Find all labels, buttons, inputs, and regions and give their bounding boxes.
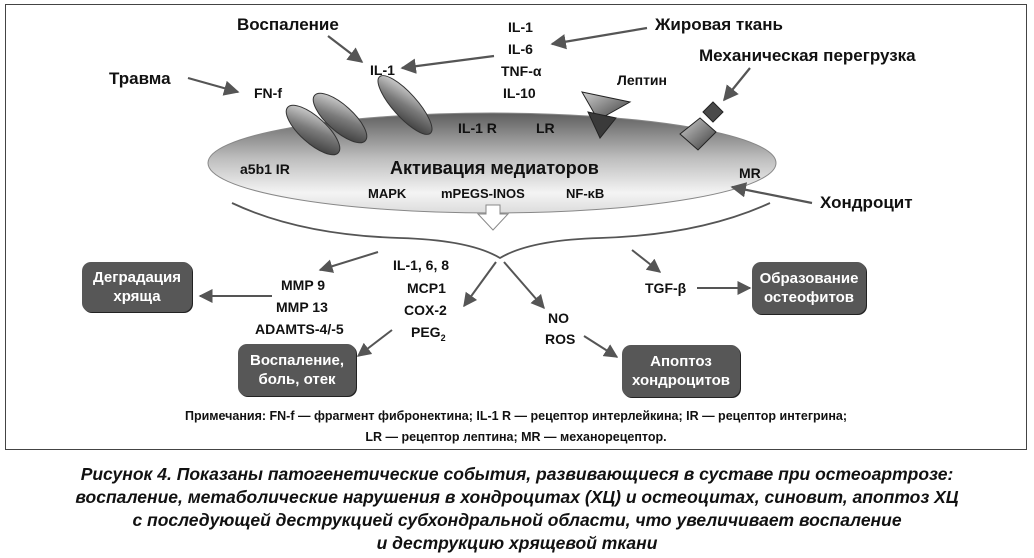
arrow-trauma [187,76,240,96]
arrow-adipose [550,26,648,50]
label-fnf: FN-f [254,85,282,101]
arrow-to-pain [356,329,393,357]
mechano-square [702,101,724,123]
outcome-degradation: Деградация хряща [82,262,192,312]
label-overload: Механическая перегрузка [699,46,916,65]
mediator-no: NO [548,310,569,326]
label-activation: Активация медиаторов [390,158,599,178]
fnf-receptor-1 [285,104,341,156]
cytokine-tnfa: TNF-α [501,63,542,79]
label-mr: MR [739,165,761,181]
label-inflammation: Воспаление [237,15,339,34]
mediator-adamts: ADAMTS-4/-5 [255,321,344,337]
mechanoreceptor [679,117,717,151]
label-a5b1ir: a5b1 IR [240,161,290,177]
outcome-inflammation: Воспаление, боль, отек [238,344,356,396]
label-lr: LR [536,120,555,136]
pathway-mpegs: mPEGS-INOS [441,186,525,201]
mediator-cox2: COX-2 [404,302,447,318]
arrow-to-cox [463,261,497,308]
arrow-to-mmp [318,251,379,273]
label-trauma: Травма [109,69,171,88]
leptin-receptor-base [587,111,617,139]
down-arrow [476,204,510,231]
label-il1r: IL-1 R [458,120,497,136]
arrow-inflammation [327,35,364,63]
arrow-cytokines [400,54,495,74]
arrow-to-tgf [631,249,662,273]
mediator-mcp1: MCP1 [407,280,446,296]
arrow-chondrocyte [730,182,813,205]
diagram-frame [5,4,1027,450]
label-chondrocyte: Хондроцит [820,193,913,212]
label-il1: IL-1 [370,62,395,78]
note-line-2: LR — рецептор лептина; MR — механорецепт… [365,430,667,444]
outcome-apoptosis: Апоптоз хондроцитов [622,345,740,397]
mediator-il: IL-1, 6, 8 [393,257,450,273]
mediator-mmp13: MMP 13 [276,299,328,315]
mediator-ros: ROS [545,331,576,347]
brace [231,202,771,260]
arrow-to-no [503,261,545,310]
cytokine-il6: IL-6 [508,41,533,57]
label-adipose: Жировая ткань [655,15,783,34]
il1-receptor [377,75,433,135]
mediator-tgfb: TGF-β [645,280,687,296]
cytokine-il10: IL-10 [503,85,536,101]
pathway-nfkb: NF-κB [566,186,605,201]
figure-caption: Рисунок 4. Показаны патогенетические соб… [75,464,959,553]
cytokine-il1: IL-1 [508,19,533,35]
fnf-receptor-2 [312,92,368,144]
note-line-1: Примечания: FN-f — фрагмент фибронектина… [184,409,848,423]
label-leptin: Лептин [617,72,667,88]
mediator-peg: PEG2 [411,324,446,343]
outcome-osteophytes: Образование остеофитов [752,262,866,314]
arrow-overload [723,67,751,102]
mediator-mmp9: MMP 9 [281,277,326,293]
arrow-to-apoptosis [583,335,619,358]
pathway-mapk: MAPK [368,186,407,201]
